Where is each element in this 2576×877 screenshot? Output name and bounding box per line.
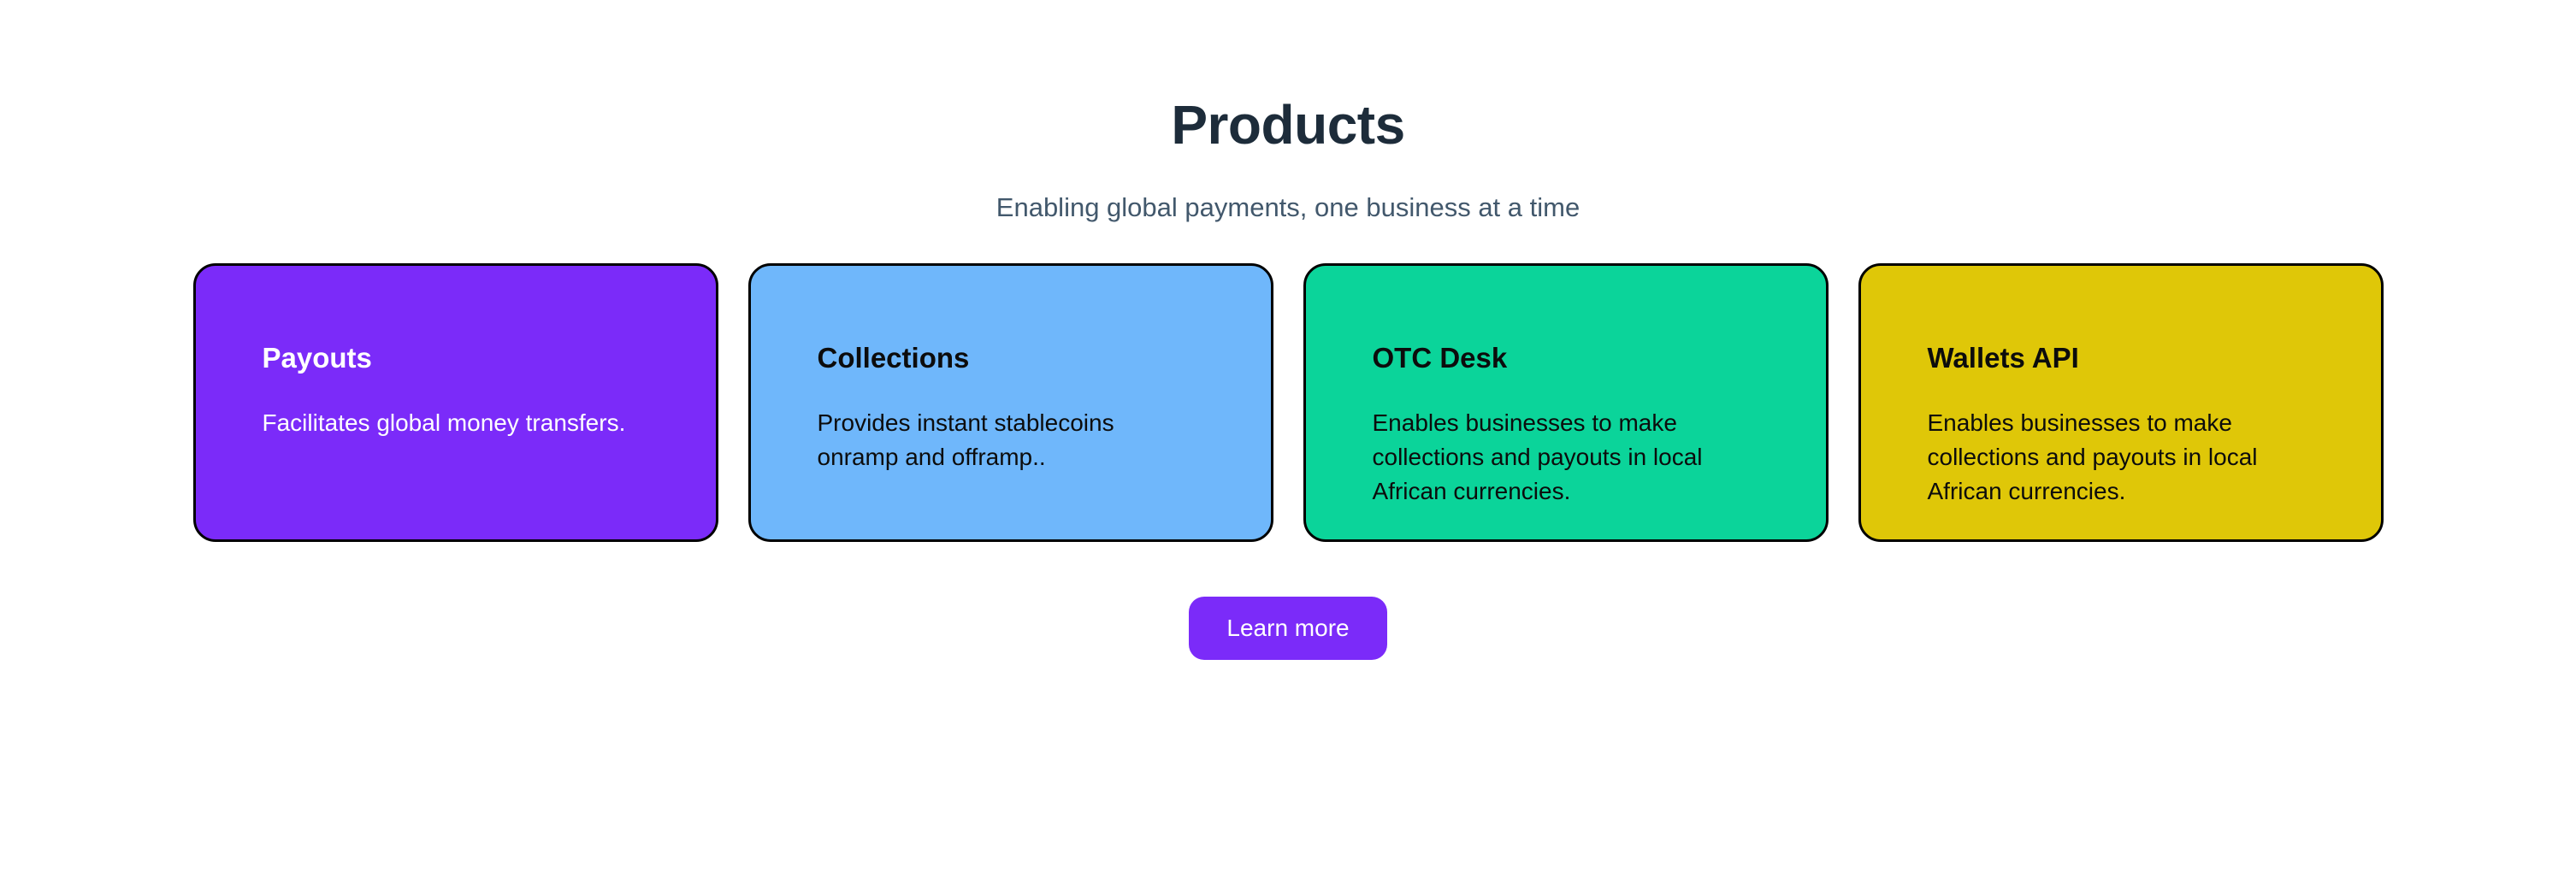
page-subtitle: Enabling global payments, one business a… <box>996 192 1580 222</box>
card-wallets-api-description: Enables businesses to make collections a… <box>1927 409 2258 504</box>
cta-row: Learn more <box>0 597 2576 660</box>
product-cards-row: Payouts Facilitates global money transfe… <box>0 263 2576 542</box>
card-collections: Collections Provides instant stablecoins… <box>747 263 1273 542</box>
card-wallets-api: Wallets API Enables businesses to make c… <box>1858 263 2384 542</box>
card-otc-desk: OTC Desk Enables businesses to make coll… <box>1303 263 1829 542</box>
learn-more-button[interactable]: Learn more <box>1189 597 1387 660</box>
card-otc-desk-description: Enables businesses to make collections a… <box>1372 409 1703 504</box>
card-collections-description: Provides instant stablecoins onramp and … <box>817 409 1114 470</box>
card-collections-title: Collections <box>817 342 970 374</box>
card-payouts-description: Facilitates global money transfers. <box>262 409 626 436</box>
card-otc-desk-title: OTC Desk <box>1372 342 1508 374</box>
card-wallets-api-title: Wallets API <box>1927 342 2079 374</box>
card-payouts: Payouts Facilitates global money transfe… <box>192 263 718 542</box>
page-title: Products <box>1171 94 1405 156</box>
card-payouts-title: Payouts <box>262 342 372 374</box>
